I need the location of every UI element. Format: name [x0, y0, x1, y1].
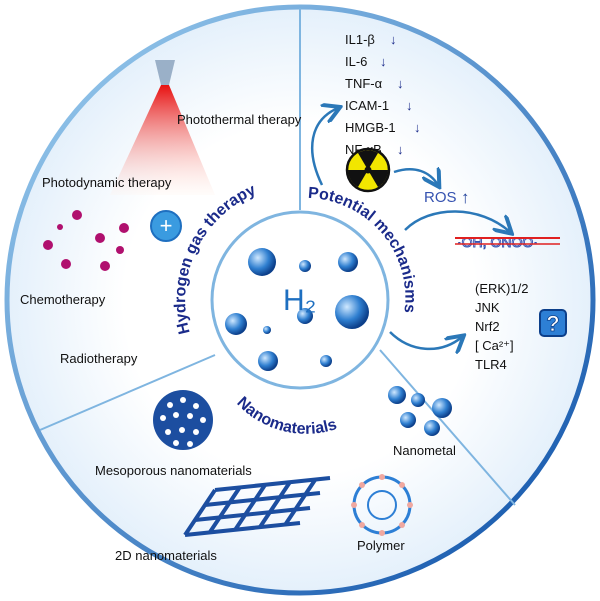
polymer-icon [351, 474, 413, 536]
divider [379, 349, 516, 506]
pathway-list: (ERK)1/2 JNK Nrf2 [ Ca²⁺] TLR4 [475, 281, 528, 372]
svg-text:+: + [160, 213, 173, 238]
svg-text:↓: ↓ [397, 76, 404, 91]
radiation-icon [345, 147, 391, 193]
plus-icon: + [150, 210, 182, 242]
svg-text:IL1-β: IL1-β [345, 32, 375, 47]
radicals-crossed-out: ·OH, ONOO· [455, 234, 560, 250]
svg-text:↓: ↓ [397, 142, 404, 157]
arrow-to-radicals [404, 210, 510, 232]
radiotherapy-label: Radiotherapy [60, 351, 138, 366]
h2-label: H₂ [283, 284, 316, 317]
hydrogen-bubbles [225, 248, 369, 371]
nanometal-label: Nanometal [393, 443, 456, 458]
svg-text:TNF-α: TNF-α [345, 76, 383, 91]
2d-nanomaterials-label: 2D nanomaterials [115, 548, 217, 563]
svg-text:IL-6: IL-6 [345, 54, 367, 69]
arrow-to-pathways [389, 331, 462, 349]
ros-label: ROS [424, 189, 457, 206]
divider [39, 354, 216, 431]
photodynamic-therapy-label: Photodynamic therapy [42, 175, 172, 190]
laser-icon [110, 60, 215, 195]
photothermal-therapy-label: Photothermal therapy [177, 112, 302, 127]
question-icon: ? [539, 309, 567, 337]
svg-text:↓: ↓ [414, 120, 421, 135]
svg-text:↓: ↓ [406, 98, 413, 113]
chemotherapy-label: Chemotherapy [20, 292, 106, 307]
svg-text:ICAM-1: ICAM-1 [345, 98, 389, 113]
chemotherapy-molecules-icon [43, 210, 129, 271]
ros-up-arrow: ↑ [461, 188, 470, 207]
svg-text:Nrf2: Nrf2 [475, 319, 500, 334]
down-arrows: ↓ ↓ ↓ ↓ ↓ ↓ [380, 32, 421, 157]
graphene-sheet-icon [183, 476, 331, 537]
arrow-to-cytokines [310, 108, 338, 186]
svg-text:↓: ↓ [390, 32, 397, 47]
svg-text:HMGB-1: HMGB-1 [345, 120, 396, 135]
nanometal-icon [388, 386, 452, 436]
svg-text:↓: ↓ [380, 54, 387, 69]
svg-text:JNK: JNK [475, 300, 500, 315]
svg-text:·OH, ONOO·: ·OH, ONOO· [457, 234, 538, 250]
mesoporous-label: Mesoporous nanomaterials [95, 463, 252, 478]
svg-text:(ERK)1/2: (ERK)1/2 [475, 281, 528, 296]
polymer-label: Polymer [357, 538, 405, 553]
svg-text:TLR4: TLR4 [475, 357, 507, 372]
arrow-to-ros [393, 169, 438, 185]
mesoporous-sphere-icon [153, 390, 213, 450]
svg-text:?: ? [546, 311, 559, 336]
svg-text:[ Ca²⁺]: [ Ca²⁺] [475, 338, 514, 353]
